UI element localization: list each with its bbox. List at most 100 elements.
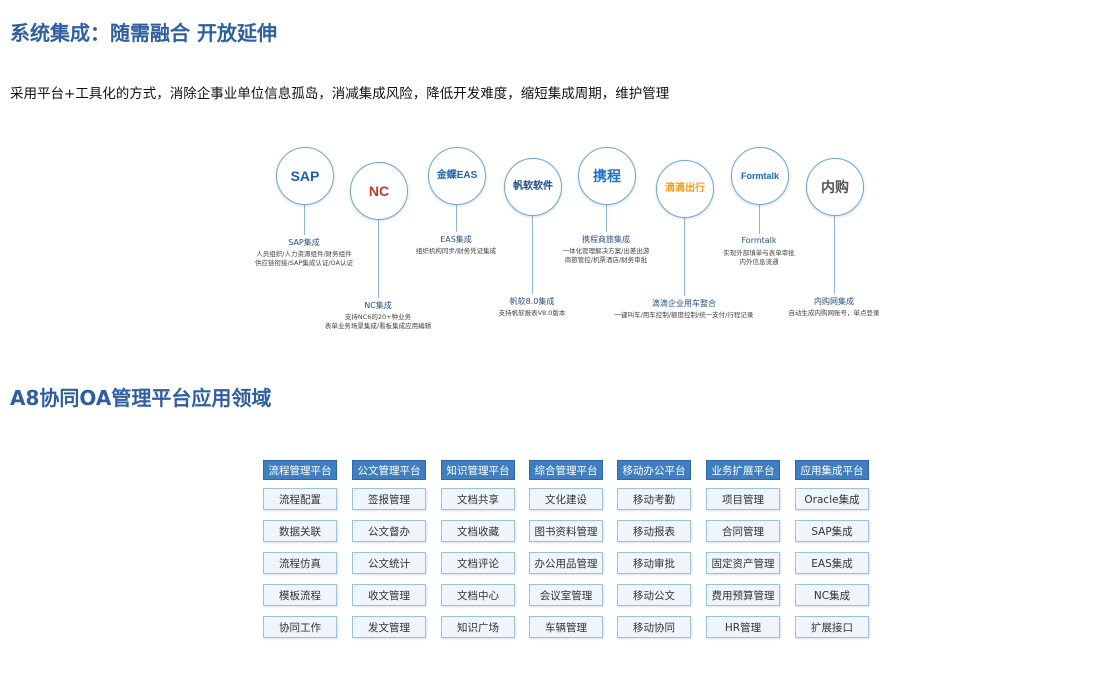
- connector-line: [606, 203, 607, 232]
- connector-line: [456, 203, 457, 232]
- module-cell: 模板流程: [263, 584, 337, 606]
- fanruan-label: 帆软8.0集成: [509, 297, 555, 306]
- module-cell: 会议室管理: [529, 584, 603, 606]
- module-cell: 费用预算管理: [706, 584, 780, 606]
- integration-diagram: SAP SAP集成人员组织/人力资源组件/财务组件供应链衔接/SAP集成认证/OA…: [255, 147, 880, 331]
- platform-column: 综合管理平台文化建设图书资料管理办公用品管理会议室管理车辆管理: [529, 460, 603, 638]
- module-cell: 文档中心: [441, 584, 515, 606]
- connector-line: [684, 216, 685, 296]
- module-cell: 图书资料管理: [529, 520, 603, 542]
- module-cell: 固定资产管理: [706, 552, 780, 574]
- formtalk-logo: Formtalk: [740, 170, 779, 181]
- module-cell: 文档评论: [441, 552, 515, 574]
- neigou-logo-node: 内购: [806, 158, 864, 216]
- module-cell: 车辆管理: [529, 616, 603, 638]
- neigou-description: 自动生成内购网账号，单点登录: [789, 309, 880, 318]
- description-line: 支持NC6的20+种业务: [344, 313, 412, 321]
- module-cell: 移动公文: [617, 584, 691, 606]
- section-title-integration: 系统集成：随需融合 开放延伸: [10, 21, 277, 45]
- sap-description: 人员组织/人力资源组件/财务组件供应链衔接/SAP集成认证/OA认证: [255, 250, 353, 268]
- module-cell: 文档收藏: [441, 520, 515, 542]
- eas-logo: 金蝶EAS: [436, 170, 478, 181]
- didi-logo-node: 滴滴出行: [656, 160, 714, 218]
- sap-logo: SAP: [290, 168, 320, 184]
- description-line: 一键叫车/用车控制/额度控制/统一支付/行程记录: [614, 311, 754, 319]
- fanruan-description: 支持帆软报表V8.0版本: [499, 309, 566, 318]
- eas-label: EAS集成: [440, 235, 472, 244]
- module-cell: 公文督办: [352, 520, 426, 542]
- connector-line: [304, 203, 305, 235]
- module-cell: 发文管理: [352, 616, 426, 638]
- eas-logo-node: 金蝶EAS: [428, 147, 486, 205]
- module-cell: 知识广场: [441, 616, 515, 638]
- module-cell: 移动审批: [617, 552, 691, 574]
- sap-label: SAP集成: [288, 238, 320, 247]
- description-line: 支持帆软报表V8.0版本: [498, 309, 566, 317]
- platform-header: 公文管理平台: [352, 460, 426, 480]
- description-line: 商旅管控/机票酒店/财务审批: [564, 256, 648, 264]
- platform-header: 流程管理平台: [263, 460, 337, 480]
- module-cell: NC集成: [795, 584, 869, 606]
- nc-logo: NC: [368, 183, 390, 199]
- module-cell: 办公用品管理: [529, 552, 603, 574]
- fanruan-logo: 帆软软件: [513, 181, 553, 192]
- nc-label: NC集成: [364, 301, 392, 310]
- eas-description: 组织机构同步/财务凭证集成: [416, 247, 496, 256]
- description-line: 一体化管理解决方案/出差出游: [562, 247, 650, 255]
- module-cell: 文化建设: [529, 488, 603, 510]
- formtalk-label: Formtalk: [741, 236, 777, 245]
- module-cell: Oracle集成: [795, 488, 869, 510]
- module-cell: 流程仿真: [263, 552, 337, 574]
- module-cell: 签报管理: [352, 488, 426, 510]
- platform-header: 应用集成平台: [795, 460, 869, 480]
- didi-label: 滴滴企业用车整合: [652, 299, 716, 308]
- module-cell: 协同工作: [263, 616, 337, 638]
- description-line: 人员组织/人力资源组件/财务组件: [256, 250, 352, 258]
- description-line: 组织机构同步/财务凭证集成: [415, 247, 497, 255]
- fanruan-logo-node: 帆软软件: [504, 158, 562, 216]
- nc-logo-node: NC: [350, 162, 408, 220]
- ctrip-logo-node: 携程: [578, 147, 636, 205]
- connector-line: [834, 214, 835, 294]
- platform-header: 移动办公平台: [617, 460, 691, 480]
- connector-line: [532, 214, 533, 294]
- didi-logo: 滴滴出行: [665, 183, 705, 194]
- platform-header: 业务扩展平台: [706, 460, 780, 480]
- formtalk-description: 实现外部填单与表单审批内外信息流通: [723, 249, 795, 267]
- module-cell: 公文统计: [352, 552, 426, 574]
- module-cell: 收文管理: [352, 584, 426, 606]
- description-line: 表单业务场景集成/看板集成应用编辑: [324, 322, 432, 330]
- platform-header: 知识管理平台: [441, 460, 515, 480]
- ctrip-logo: 携程: [593, 168, 621, 184]
- section-title-application: A8协同OA管理平台应用领域: [10, 386, 272, 410]
- description-line: 供应链衔接/SAP集成认证/OA认证: [255, 259, 353, 267]
- platform-column: 公文管理平台签报管理公文督办公文统计收文管理发文管理: [352, 460, 426, 638]
- module-cell: 移动协同: [617, 616, 691, 638]
- connector-line: [378, 218, 379, 298]
- module-cell: 移动报表: [617, 520, 691, 542]
- neigou-label: 内购网集成: [814, 297, 854, 306]
- description-line: 内外信息流通: [739, 258, 779, 266]
- platform-column: 移动办公平台移动考勤移动报表移动审批移动公文移动协同: [617, 460, 691, 638]
- nc-description: 支持NC6的20+种业务表单业务场景集成/看板集成应用编辑: [325, 313, 431, 331]
- formtalk-logo-node: Formtalk: [731, 147, 789, 205]
- description-line: 自动生成内购网账号，单点登录: [788, 309, 880, 317]
- module-cell: 项目管理: [706, 488, 780, 510]
- module-cell: SAP集成: [795, 520, 869, 542]
- module-cell: 数据关联: [263, 520, 337, 542]
- module-cell: 扩展接口: [795, 616, 869, 638]
- module-cell: HR管理: [706, 616, 780, 638]
- neigou-logo: 内购: [821, 179, 849, 195]
- platform-column: 知识管理平台文档共享文档收藏文档评论文档中心知识广场: [441, 460, 515, 638]
- module-cell: 文档共享: [441, 488, 515, 510]
- description-line: 实现外部填单与表单审批: [723, 249, 795, 257]
- ctrip-label: 携程商旅集成: [582, 235, 630, 244]
- module-cell: 流程配置: [263, 488, 337, 510]
- ctrip-description: 一体化管理解决方案/出差出游商旅管控/机票酒店/财务审批: [563, 247, 650, 265]
- sap-logo-node: SAP: [276, 147, 334, 205]
- platform-header: 综合管理平台: [529, 460, 603, 480]
- didi-description: 一键叫车/用车控制/额度控制/统一支付/行程记录: [615, 311, 754, 320]
- connector-line: [759, 203, 760, 234]
